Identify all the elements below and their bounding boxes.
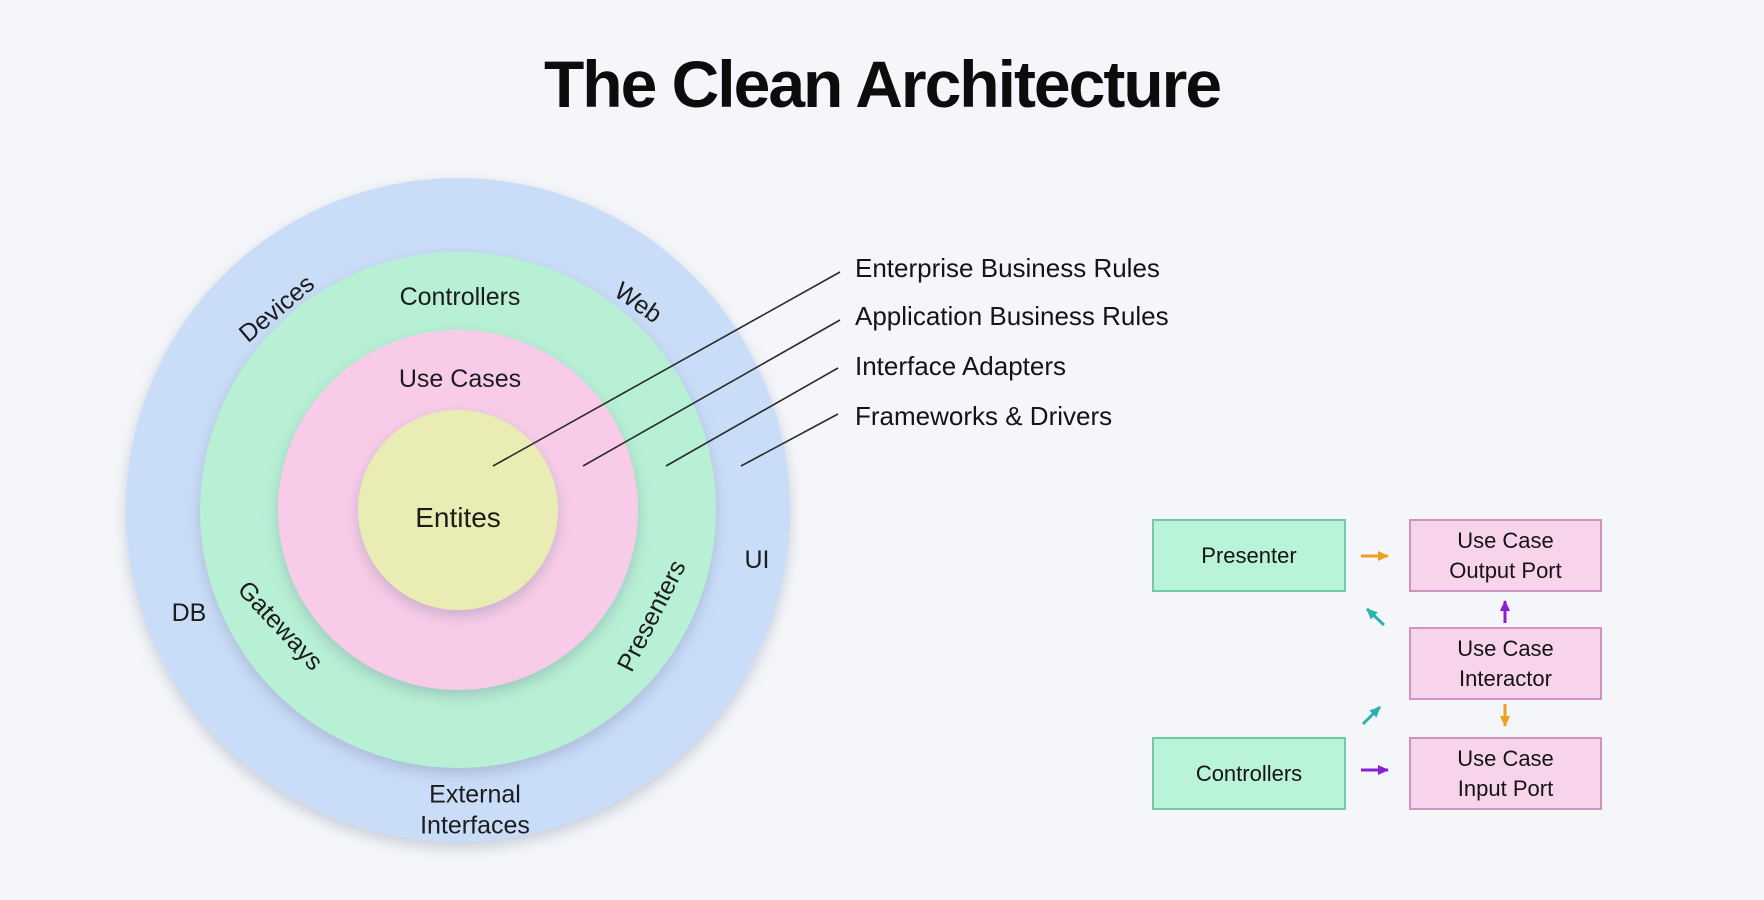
callout-line-frameworks	[740, 413, 839, 467]
callout-line-enterprise	[492, 271, 841, 467]
arrow-controllers-to-interactor	[1361, 705, 1382, 726]
ring-label-use-cases: Use Cases	[398, 364, 522, 393]
ring-label-db: DB	[171, 598, 207, 627]
callout-enterprise-business-rules: Enterprise Business Rules	[855, 253, 1160, 283]
callout-application-business-rules: Application Business Rules	[855, 301, 1169, 331]
ring-label-entities: Entites	[415, 501, 501, 533]
callout-line-adapters	[665, 367, 839, 467]
callout-interface-adapters: Interface Adapters	[855, 351, 1067, 381]
flow-box-use-case-input-port: Use Case Input Port	[1409, 737, 1602, 810]
page-title: The Clean Architecture	[543, 47, 1222, 121]
arrow-interactor-to-presenter	[1365, 607, 1386, 627]
flow-box-use-case-interactor: Use Case Interactor	[1409, 627, 1602, 700]
callout-line-application	[582, 319, 841, 467]
callout-frameworks-drivers: Frameworks & Drivers	[855, 401, 1113, 431]
ring-label-ui: UI	[744, 545, 770, 574]
entities-circle	[358, 410, 558, 610]
flow-box-controllers: Controllers	[1152, 737, 1346, 810]
flow-box-use-case-output-port: Use Case Output Port	[1409, 519, 1602, 592]
ring-label-external-interfaces: External Interfaces	[420, 780, 530, 840]
ring-label-controllers: Controllers	[399, 282, 521, 311]
flow-box-presenter: Presenter	[1152, 519, 1346, 592]
